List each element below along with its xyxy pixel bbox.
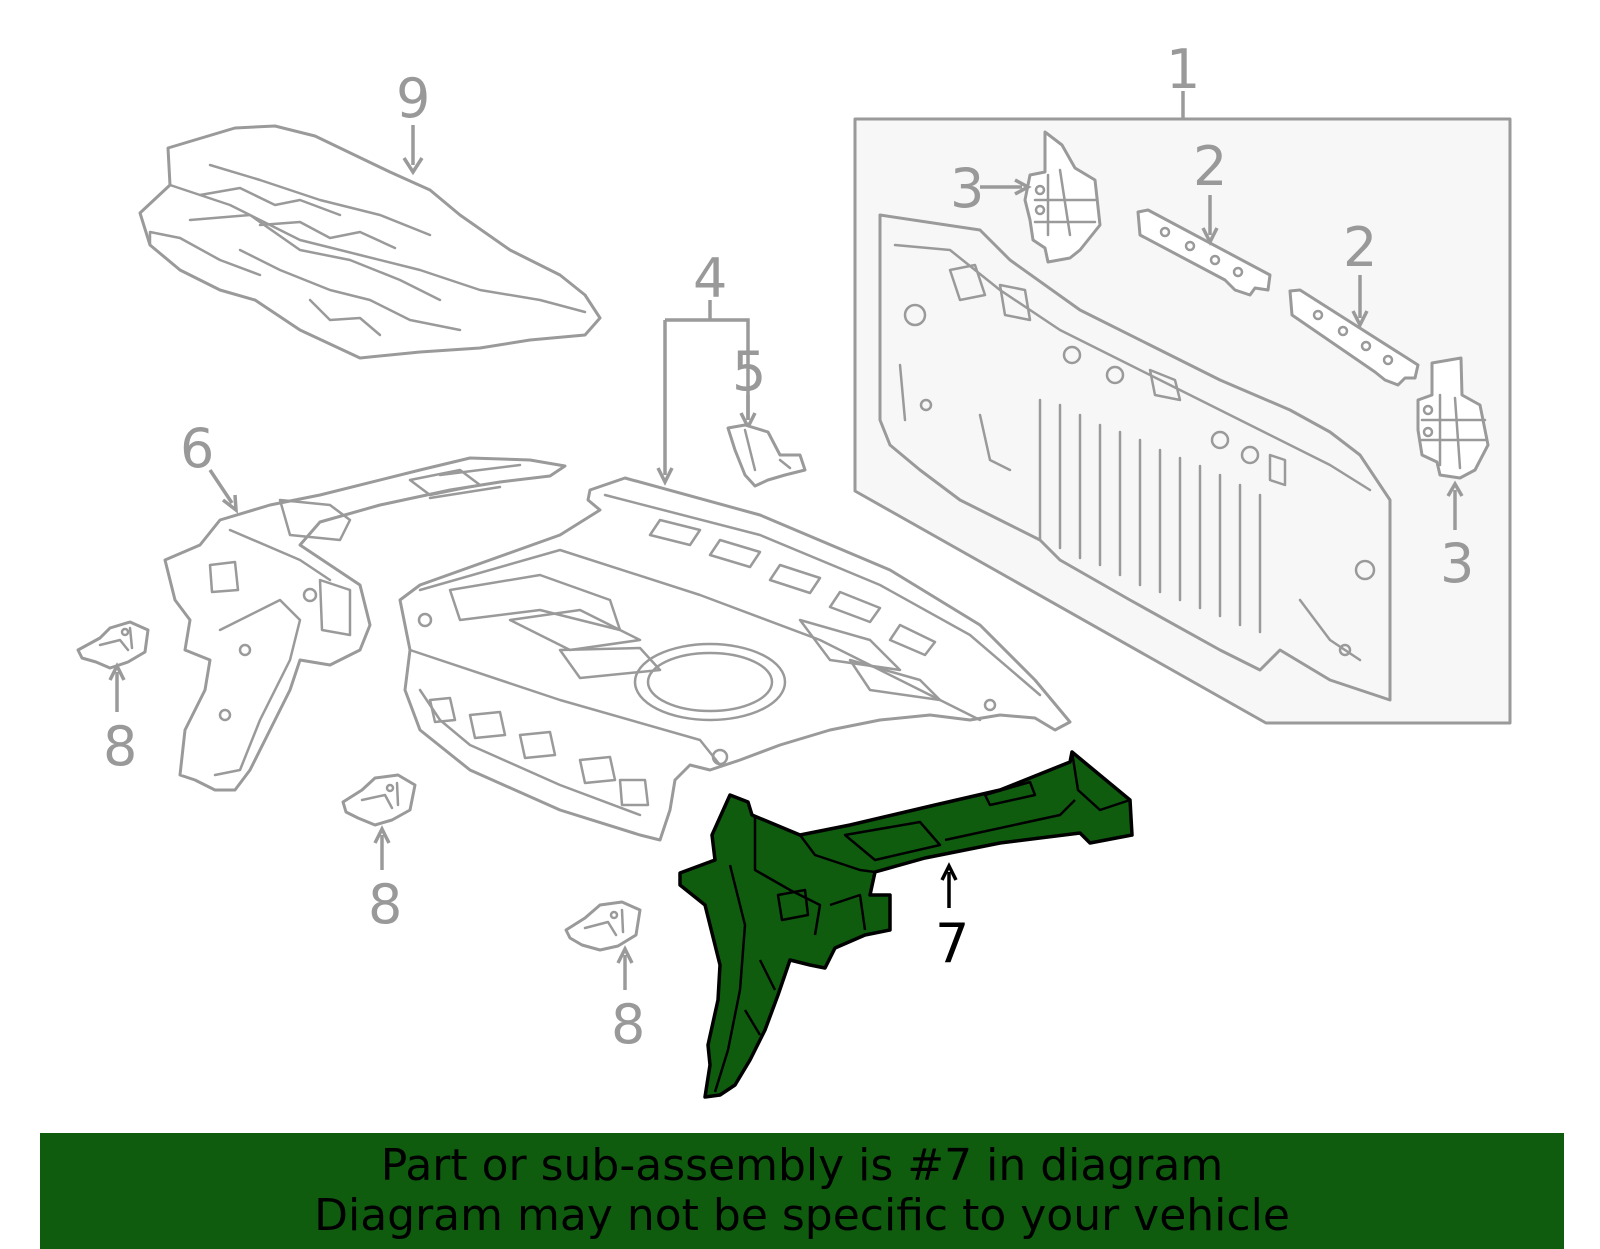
part-8-bracket-a[interactable] bbox=[76, 620, 150, 670]
part-8-bracket-b[interactable] bbox=[341, 773, 417, 827]
leader-3a-arrow bbox=[1014, 178, 1032, 196]
info-banner: Part or sub-assembly is #7 in diagram Di… bbox=[40, 1133, 1564, 1249]
part-3-bracket-upper[interactable] bbox=[1023, 130, 1102, 264]
callout-1: 1 bbox=[1166, 38, 1200, 101]
leader-8b-arrow bbox=[373, 825, 391, 844]
banner-line-1: Part or sub-assembly is #7 in diagram bbox=[380, 1140, 1224, 1191]
callout-2a: 2 bbox=[1193, 135, 1227, 198]
leader-7-arrow bbox=[940, 862, 958, 881]
part-2-reinforcement-b[interactable] bbox=[1288, 288, 1420, 387]
part-6-side-rail[interactable] bbox=[163, 456, 567, 792]
callout-3b: 3 bbox=[1440, 532, 1474, 595]
callout-4: 4 bbox=[693, 247, 727, 310]
part-7-highlighted-rail[interactable] bbox=[678, 750, 1134, 1099]
leader-6-arrow bbox=[221, 494, 239, 514]
callout-6: 6 bbox=[180, 417, 214, 480]
callout-5: 5 bbox=[732, 340, 766, 403]
part-8-bracket-c[interactable] bbox=[564, 900, 642, 952]
leader-8a-arrow bbox=[108, 662, 126, 681]
part-1-rear-panel[interactable] bbox=[878, 213, 1392, 702]
callout-8c: 8 bbox=[611, 993, 645, 1056]
leader-3b-arrow bbox=[1446, 480, 1464, 497]
callout-8a: 8 bbox=[103, 715, 137, 778]
leader-6 bbox=[208, 469, 234, 504]
callout-7: 7 bbox=[935, 912, 969, 975]
part-5-bracket[interactable] bbox=[726, 423, 807, 488]
callout-8b: 8 bbox=[368, 873, 402, 936]
leader-2b-arrow bbox=[1351, 310, 1369, 329]
leader-4 bbox=[663, 318, 750, 475]
leader-8c-arrow bbox=[616, 945, 634, 964]
leader-9-arrow bbox=[402, 157, 424, 176]
part-3-bracket-lower[interactable] bbox=[1416, 356, 1490, 480]
part-9-shield[interactable] bbox=[138, 124, 602, 360]
part-4-rear-floor[interactable] bbox=[398, 476, 1072, 842]
leader-2a-arrow bbox=[1201, 227, 1219, 246]
callout-9: 9 bbox=[396, 67, 430, 130]
leader-4-arrow bbox=[656, 467, 674, 486]
banner-line-2: Diagram may not be specific to your vehi… bbox=[314, 1190, 1290, 1241]
callout-3a: 3 bbox=[950, 157, 984, 220]
callout-2b: 2 bbox=[1343, 216, 1377, 279]
